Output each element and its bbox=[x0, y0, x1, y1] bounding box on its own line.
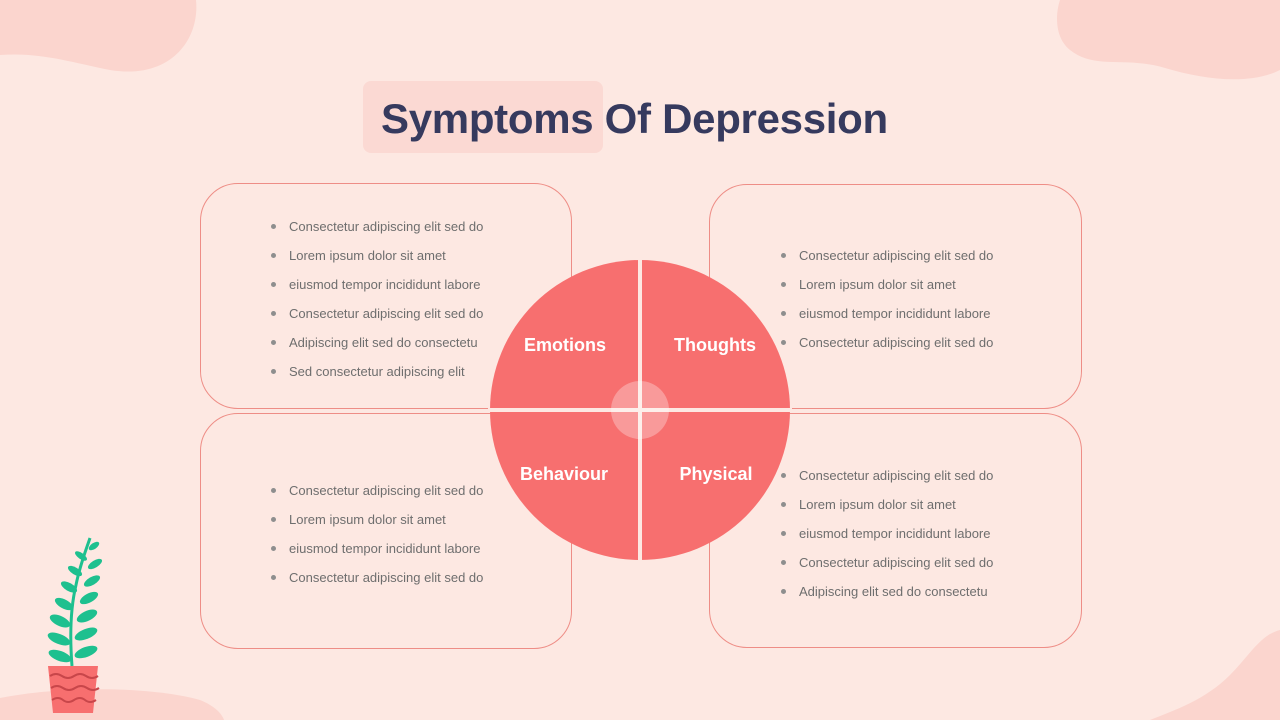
list-item: Consectetur adipiscing elit sed do bbox=[781, 241, 993, 270]
list-item: Consectetur adipiscing elit sed do bbox=[781, 461, 993, 490]
quadrant-label-behaviour: Behaviour bbox=[520, 464, 608, 484]
list-item: Lorem ipsum dolor sit amet bbox=[781, 490, 993, 519]
list-top-right: Consectetur adipiscing elit sed do Lorem… bbox=[781, 241, 993, 357]
list-item: eiusmod tempor incididunt labore bbox=[781, 299, 993, 328]
page-title: Symptoms Of Depression bbox=[381, 95, 888, 142]
list-item: eiusmod tempor incididunt labore bbox=[781, 519, 993, 548]
list-item: Consectetur adipiscing elit sed do bbox=[781, 328, 993, 357]
list-item: Lorem ipsum dolor sit amet bbox=[781, 270, 993, 299]
list-item: Sed consectetur adipiscing elit bbox=[271, 357, 483, 386]
potted-plant-icon bbox=[47, 537, 103, 713]
list-item: Consectetur adipiscing elit sed do bbox=[271, 563, 483, 592]
title-highlight bbox=[363, 81, 603, 153]
list-item: Lorem ipsum dolor sit amet bbox=[271, 505, 483, 534]
list-bottom-left: Consectetur adipiscing elit sed do Lorem… bbox=[271, 476, 483, 592]
list-item: Adipiscing elit sed do consectetu bbox=[781, 577, 993, 606]
symptom-wheel: Emotions Thoughts Behaviour Physical bbox=[488, 258, 792, 562]
corner-blob-top-left bbox=[0, 0, 197, 72]
list-item: Consectetur adipiscing elit sed do bbox=[271, 299, 483, 328]
list-item: Lorem ipsum dolor sit amet bbox=[271, 241, 483, 270]
list-item: Consectetur adipiscing elit sed do bbox=[781, 548, 993, 577]
wheel-center bbox=[611, 381, 669, 439]
list-item: Consectetur adipiscing elit sed do bbox=[271, 212, 483, 241]
quadrant-label-thoughts: Thoughts bbox=[674, 335, 756, 355]
quadrant-label-emotions: Emotions bbox=[524, 335, 606, 355]
list-bottom-right: Consectetur adipiscing elit sed do Lorem… bbox=[781, 461, 993, 606]
list-item: eiusmod tempor incididunt labore bbox=[271, 534, 483, 563]
title-area: Symptoms Of Depression bbox=[363, 81, 893, 153]
corner-blob-bottom-right bbox=[1150, 630, 1280, 720]
list-item: eiusmod tempor incididunt labore bbox=[271, 270, 483, 299]
quadrant-label-physical: Physical bbox=[679, 464, 752, 484]
box-top-left: Consectetur adipiscing elit sed do Lorem… bbox=[200, 183, 572, 409]
corner-blob-top-right bbox=[1057, 0, 1280, 80]
list-top-left: Consectetur adipiscing elit sed do Lorem… bbox=[271, 212, 483, 386]
list-item: Adipiscing elit sed do consectetu bbox=[271, 328, 483, 357]
list-item: Consectetur adipiscing elit sed do bbox=[271, 476, 483, 505]
